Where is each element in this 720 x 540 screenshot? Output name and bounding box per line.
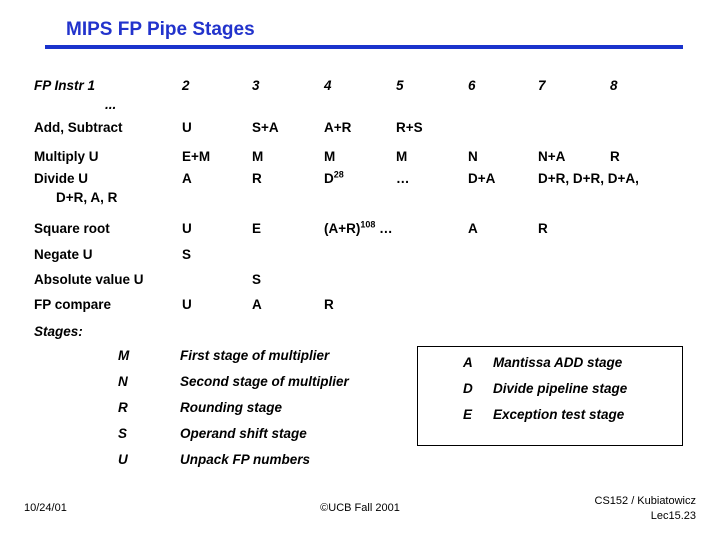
footer-course-info: CS152 / Kubiatowicz Lec15.23: [595, 494, 697, 524]
cell-r3-c0: U: [182, 221, 192, 236]
stage-desc-M: First stage of multiplier: [180, 348, 330, 363]
cell-r4-c0: S: [182, 247, 192, 262]
cell-r0-c0: U: [182, 120, 192, 135]
table-header-instruction: FP Instr 1: [34, 78, 96, 93]
stage-legend-row: R Rounding stage: [0, 400, 420, 423]
stage-legend-row: U Unpack FP numbers: [0, 452, 420, 475]
table-header-stage-7: 7: [538, 78, 546, 93]
legend-desc-D: Divide pipeline stage: [493, 381, 628, 396]
cell-r1-c2: M: [324, 149, 336, 164]
footer-copyright: ©UCB Fall 2001: [320, 502, 400, 514]
legend-desc-A: Mantissa ADD stage: [493, 355, 623, 370]
cell-r3-c2: (A+R)108 …: [324, 219, 393, 236]
stage-key-R: R: [118, 400, 128, 415]
stage-key-N: N: [118, 374, 128, 389]
cell-r1-c1: M: [252, 149, 264, 164]
stages-heading: Stages:: [34, 324, 83, 339]
table-header-stage-6: 6: [468, 78, 476, 93]
table-header-stage-8: 8: [610, 78, 618, 93]
row-label-1: Multiply U: [34, 149, 99, 164]
cell-r6-c2: R: [324, 297, 334, 312]
stage-legend-row: N Second stage of multiplier: [0, 374, 420, 397]
row-label-6: FP compare: [34, 297, 112, 312]
cell-r2-c5: D+R, D+R, D+A,: [538, 171, 639, 186]
stage-key-S: S: [118, 426, 128, 441]
table-header-ellipsis: ...: [105, 97, 117, 112]
cell-r2-c3: …: [396, 171, 410, 186]
stage-legend-row: M First stage of multiplier: [0, 348, 420, 371]
cell-r1-c4: N: [468, 149, 478, 164]
cell-r2-c4: D+A: [468, 171, 496, 186]
stage-desc-S: Operand shift stage: [180, 426, 307, 441]
footer-course: CS152 / Kubiatowicz: [594, 495, 697, 507]
legend-key-E: E: [463, 407, 473, 422]
legend-key-D: D: [463, 381, 473, 396]
cell-r3-c1: E: [252, 221, 262, 236]
table-header-stage-3: 3: [252, 78, 260, 93]
cell-r3-c3: A: [468, 221, 478, 236]
legend-row: E Exception test stage: [418, 407, 684, 430]
cell-r1-c3: M: [396, 149, 408, 164]
row-continuation-2: D+R, A, R: [56, 190, 118, 205]
table-header-stage-2: 2: [182, 78, 190, 93]
legend-row: D Divide pipeline stage: [418, 381, 684, 404]
cell-r6-c0: U: [182, 297, 192, 312]
stage-desc-U: Unpack FP numbers: [180, 452, 311, 467]
stage-legend-row: S Operand shift stage: [0, 426, 420, 449]
cell-r1-c6: R: [610, 149, 620, 164]
cell-r2-c0: A: [182, 171, 192, 186]
cell-r3-c4: R: [538, 221, 548, 236]
table-header-stage-4: 4: [324, 78, 332, 93]
cell-r6-c1: A: [252, 297, 262, 312]
legend-key-A: A: [463, 355, 473, 370]
row-label-5: Absolute value U: [34, 272, 144, 287]
legend-desc-E: Exception test stage: [493, 407, 625, 422]
cell-r5-c0: S: [252, 272, 262, 287]
cell-r0-c2: A+R: [324, 120, 352, 135]
page-title: MIPS FP Pipe Stages: [66, 19, 255, 40]
cell-r0-c3: R+S: [396, 120, 423, 135]
stage-desc-N: Second stage of multiplier: [180, 374, 349, 389]
footer-lecture: Lec15.23: [650, 509, 696, 522]
cell-r0-c1: S+A: [252, 120, 279, 135]
legend-row: A Mantissa ADD stage: [418, 355, 684, 378]
cell-r2-c2: D28: [324, 169, 344, 186]
footer-date: 10/24/01: [24, 502, 67, 514]
stage-key-U: U: [118, 452, 128, 467]
cell-r1-c0: E+M: [182, 149, 211, 164]
stage-desc-R: Rounding stage: [180, 400, 282, 415]
stage-key-M: M: [118, 348, 130, 363]
row-label-4: Negate U: [34, 247, 93, 262]
row-label-0: Add, Subtract: [34, 120, 123, 135]
cell-r1-c5: N+A: [538, 149, 566, 164]
row-label-3: Square root: [34, 221, 110, 236]
table-header-stage-5: 5: [396, 78, 404, 93]
cell-r2-c1: R: [252, 171, 262, 186]
title-divider: [45, 45, 683, 49]
row-label-2: Divide U: [34, 171, 89, 186]
